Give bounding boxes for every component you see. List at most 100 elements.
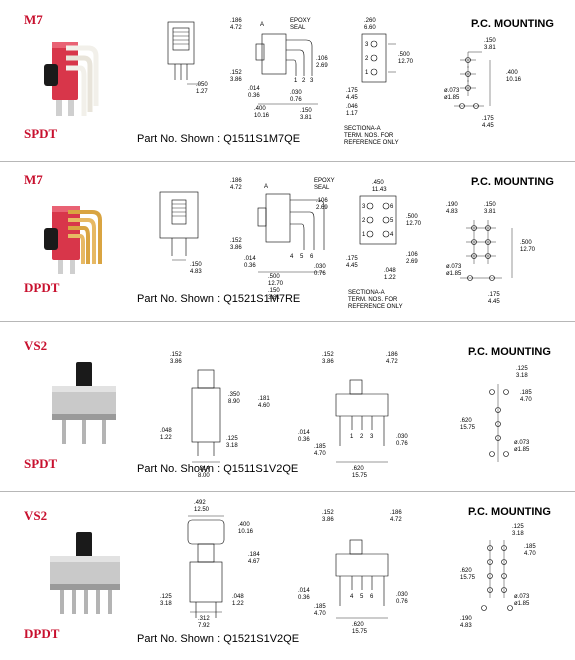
pc-mounting-title: P.C. MOUNTING xyxy=(468,506,551,518)
dimension-label: .152 xyxy=(322,352,334,358)
drawing-line xyxy=(255,43,265,61)
drawing-label: ø.073 xyxy=(446,264,462,270)
drawing-line xyxy=(290,223,305,250)
dimension-label: 7.92 xyxy=(198,623,210,629)
dimension-label: .030 xyxy=(290,90,302,96)
drawing-label: 1 xyxy=(350,434,354,440)
dimension-label: 12.70 xyxy=(406,221,422,227)
drawing-label: 3.18 xyxy=(516,373,528,379)
drawing-label: .620 xyxy=(460,418,472,424)
dimension-label: .152 xyxy=(230,70,242,76)
switch-actuator xyxy=(44,228,58,250)
drawing-line xyxy=(159,191,199,239)
section-divider xyxy=(0,321,575,322)
dimension-label: .186 xyxy=(230,18,242,24)
drawing-label: 2.69 xyxy=(316,63,328,69)
dimension-label: .185 xyxy=(314,604,326,610)
dimension-label: 4.72 xyxy=(390,517,402,523)
dimension-label: 6.60 xyxy=(364,25,376,31)
dimension-label: 10.16 xyxy=(254,113,270,119)
dimension-label: 1.22 xyxy=(232,601,244,607)
dimension-label: 2.69 xyxy=(406,259,418,265)
product-photo xyxy=(44,42,99,116)
pc-mounting-title: P.C. MOUNTING xyxy=(471,176,554,188)
drawing-label: 3.81 xyxy=(484,45,496,51)
drawing-line xyxy=(489,389,495,395)
panel-m7-spdt: M7 SPDT .050 1.27 .186 4.72 xyxy=(0,0,575,160)
terminal-pin xyxy=(84,590,88,614)
drawing-line xyxy=(481,605,487,611)
dimension-label: .500 xyxy=(268,274,280,280)
drawing-line xyxy=(361,33,387,83)
terminal-pin xyxy=(68,226,90,264)
drawing-line xyxy=(370,54,378,62)
drawing-line xyxy=(507,605,513,611)
drawing-line xyxy=(187,519,225,545)
switch-actuator xyxy=(76,362,92,390)
section-view-drawing: .260 6.60 3 2 1 .500 12.70 .175 4.45 .04… xyxy=(344,18,414,146)
dimension-label: 0.76 xyxy=(396,599,408,605)
dimension-label: .106 xyxy=(406,252,418,258)
terminal-number: 2 xyxy=(365,56,369,62)
config-label: SPDT xyxy=(24,456,58,471)
terminal-pin xyxy=(72,590,76,614)
section-note: REFERENCE ONLY xyxy=(344,140,399,146)
side-view-drawing: .152 3.86 .186 4.72 4 5 6 .014 0.36 .185… xyxy=(298,510,408,635)
terminal-number: 3 xyxy=(365,42,369,48)
model-label: VS2 xyxy=(24,338,48,353)
drawing-label: 4.83 xyxy=(446,209,458,215)
dimension-label: .500 xyxy=(406,214,418,220)
drawing-label: 2 xyxy=(302,78,306,84)
drawing-label: .190 xyxy=(460,616,472,622)
pc-mounting-drawing: .150 3.81 .400 10.16 ø.073 ø1.85 .175 4.… xyxy=(444,38,522,129)
dimension-label: .186 xyxy=(230,178,242,184)
dimension-label: .125 xyxy=(160,594,172,600)
drawing-label: 4.45 xyxy=(488,299,500,305)
drawing-line xyxy=(52,206,80,212)
dimension-label: .150 xyxy=(268,288,280,294)
dimension-label: .186 xyxy=(390,510,402,516)
front-view-drawing: .050 1.27 xyxy=(167,21,208,95)
drawing-label: ø1.85 xyxy=(514,447,530,453)
drawing-label: 15.75 xyxy=(460,575,476,581)
part-number-label: Part No. Shown : Q1521S1M7RE xyxy=(137,293,301,305)
dimension-label: .312 xyxy=(198,616,210,622)
drawing-label: 5 xyxy=(390,218,394,224)
drawing-label: ø.073 xyxy=(514,594,530,600)
dimension-label: 4.72 xyxy=(230,185,242,191)
dimension-label: 0.36 xyxy=(244,263,256,269)
dimension-label: .150 xyxy=(300,108,312,114)
dimension-label: .184 xyxy=(248,552,260,558)
drawing-line xyxy=(359,195,397,245)
config-label: SPDT xyxy=(24,126,58,141)
drawing-line xyxy=(172,27,190,51)
front-view-drawing: .152 3.86 .350 8.90 .181 4.60 .048 1.22 … xyxy=(160,352,270,479)
dimension-label: 0.36 xyxy=(298,437,310,443)
drawing-label: 4 xyxy=(390,232,394,238)
drawing-line xyxy=(349,379,363,395)
dimension-label: 12.70 xyxy=(398,59,414,65)
part-number-label: Part No. Shown : Q1521S1V2QE xyxy=(137,633,300,645)
dimension-label: .106 xyxy=(316,198,328,204)
drawing-line xyxy=(58,260,63,274)
dimension-label: 2.69 xyxy=(316,205,328,211)
drawing-line xyxy=(366,216,374,224)
dimension-label: .450 xyxy=(372,180,384,186)
dimension-label: 0.36 xyxy=(298,595,310,601)
dimension-label: .014 xyxy=(244,256,256,262)
drawing-label: ø.073 xyxy=(514,440,530,446)
drawing-line xyxy=(382,230,390,238)
dimension-label: .400 xyxy=(254,106,266,112)
dimension-label: .048 xyxy=(160,428,172,434)
drawing-label: 3 xyxy=(362,204,366,210)
dimension-label: 0.76 xyxy=(290,97,302,103)
dimension-label: 4.70 xyxy=(314,611,326,617)
terminal-pin xyxy=(60,590,64,614)
dimension-label: .152 xyxy=(322,510,334,516)
section-note: TERM. NOS. FOR xyxy=(344,133,394,139)
epoxy-seal-label: SEAL xyxy=(314,185,330,191)
drawing-label: .150 xyxy=(484,202,496,208)
dimension-label: 1.22 xyxy=(384,275,396,281)
config-label: DPDT xyxy=(24,626,60,641)
front-view-drawing: .150 4.83 xyxy=(159,191,202,275)
